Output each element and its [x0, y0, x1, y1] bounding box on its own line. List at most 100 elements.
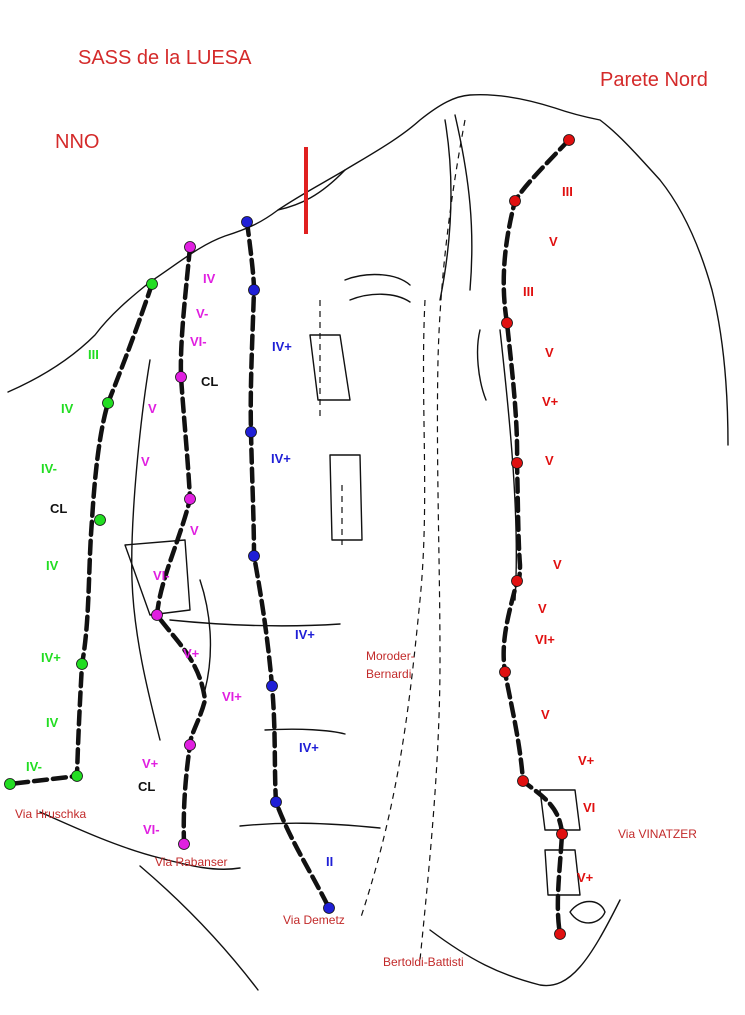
grades-vinatzer: III V III V V+ V V V VI+ V V+ VI V+ [523, 184, 595, 885]
base-line-left [39, 811, 241, 870]
belay-marker-magenta [175, 371, 187, 383]
grade-label: V [190, 523, 199, 538]
grade-label: IV- [26, 759, 42, 774]
belay-marker-green [102, 397, 114, 409]
moroder-line [419, 119, 466, 961]
peak-title: SASS de la LUESA [78, 47, 252, 69]
mountain-outline [7, 93, 729, 991]
grade-label: V+ [183, 646, 200, 661]
belay-marker-blue [248, 284, 260, 296]
grade-label: V [545, 345, 554, 360]
grade-label: V [141, 454, 150, 469]
belay-marker-blue [266, 680, 278, 692]
route-markers [4, 134, 575, 940]
flake [199, 579, 212, 691]
other-routes-lines [319, 119, 466, 961]
route-name-hruschka: Via Hruschka [15, 807, 86, 821]
grade-label: IV [46, 558, 59, 573]
route-name-moroder-2: Bernardi [366, 667, 411, 681]
grade-label: IV+ [272, 339, 292, 354]
grades-rabanser: IV V- VI- CL V V V VI- V+ VI+ V+ CL VI- [138, 271, 242, 837]
grade-label: V [538, 601, 547, 616]
grade-label: III [88, 347, 99, 362]
belay-marker-green [76, 658, 88, 670]
route-line-hruschka [7, 281, 155, 787]
skyline [7, 93, 729, 446]
boulder [569, 900, 606, 924]
route-name-vinatzer: Via VINATZER [618, 827, 697, 841]
belay-marker-magenta [184, 739, 196, 751]
grade-label: VI- [190, 334, 207, 349]
base-slope [139, 865, 259, 991]
belay-marker-red [501, 317, 513, 329]
dihedral-block [124, 539, 191, 616]
grade-label: VI- [143, 822, 160, 837]
grade-label: IV+ [41, 650, 61, 665]
route-name-demetz: Via Demetz [283, 913, 345, 927]
grade-label: V [553, 557, 562, 572]
belay-marker-green [146, 278, 158, 290]
belay-marker-green [4, 778, 16, 790]
grade-label: IV+ [271, 451, 291, 466]
chimney [539, 789, 581, 831]
belay-marker-red [511, 575, 523, 587]
route-name-moroder-1: Moroder- [366, 649, 415, 663]
ledge-2 [169, 619, 341, 627]
grades-demetz: IV+ IV+ IV+ IV+ II [271, 339, 333, 869]
grade-label: II [326, 854, 333, 869]
belay-marker-blue [323, 902, 335, 914]
belay-marker-blue [248, 550, 260, 562]
grade-label: V+ [142, 756, 159, 771]
grade-label: V+ [577, 870, 594, 885]
grade-label: IV [46, 715, 59, 730]
belay-marker-red [517, 775, 529, 787]
grade-label: V- [196, 306, 208, 321]
arete-edge [499, 329, 518, 601]
belay-marker-red [554, 928, 566, 940]
face-title: Parete Nord [600, 69, 708, 91]
belay-marker-red [499, 666, 511, 678]
belay-marker-blue [270, 796, 282, 808]
grade-label: IV [61, 401, 74, 416]
ledge-1 [239, 822, 381, 829]
grade-label: V [545, 453, 554, 468]
belay-marker-magenta [184, 493, 196, 505]
ledge-3 [264, 728, 346, 735]
grades-hruschka: III IV IV- CL IV IV+ IV IV- [26, 347, 99, 774]
grade-label: CL [138, 779, 155, 794]
overhang-2 [349, 293, 411, 303]
base-right [429, 899, 621, 987]
aspect-label: NNO [55, 131, 99, 153]
grade-label: CL [201, 374, 218, 389]
dihedral-left [131, 359, 161, 741]
belay-marker-red [511, 457, 523, 469]
route-line-vinatzer [501, 137, 572, 937]
grade-label: IV+ [295, 627, 315, 642]
chimney-2 [544, 849, 581, 896]
belay-marker-magenta [151, 609, 163, 621]
grade-label: VI+ [535, 632, 555, 647]
belay-marker-magenta [178, 838, 190, 850]
route-lines [7, 137, 572, 937]
belay-marker-green [71, 770, 83, 782]
belay-marker-red [509, 195, 521, 207]
belay-marker-red [556, 828, 568, 840]
grade-label: IV- [41, 461, 57, 476]
overhang [344, 273, 411, 286]
belay-marker-magenta [184, 241, 196, 253]
grade-label: III [562, 184, 573, 199]
grade-label: V [148, 401, 157, 416]
grade-label: III [523, 284, 534, 299]
couloir-a [454, 114, 473, 291]
route-name-rabanser: Via Rabanser [155, 855, 228, 869]
grade-label: IV [203, 271, 216, 286]
route-line-demetz [244, 219, 332, 911]
grade-label: VI- [153, 568, 170, 583]
summit-ridge-left [277, 169, 346, 211]
grade-label: VI [583, 800, 595, 815]
grade-label: VI+ [222, 689, 242, 704]
belay-marker-blue [241, 216, 253, 228]
belay-marker-green [94, 514, 106, 526]
